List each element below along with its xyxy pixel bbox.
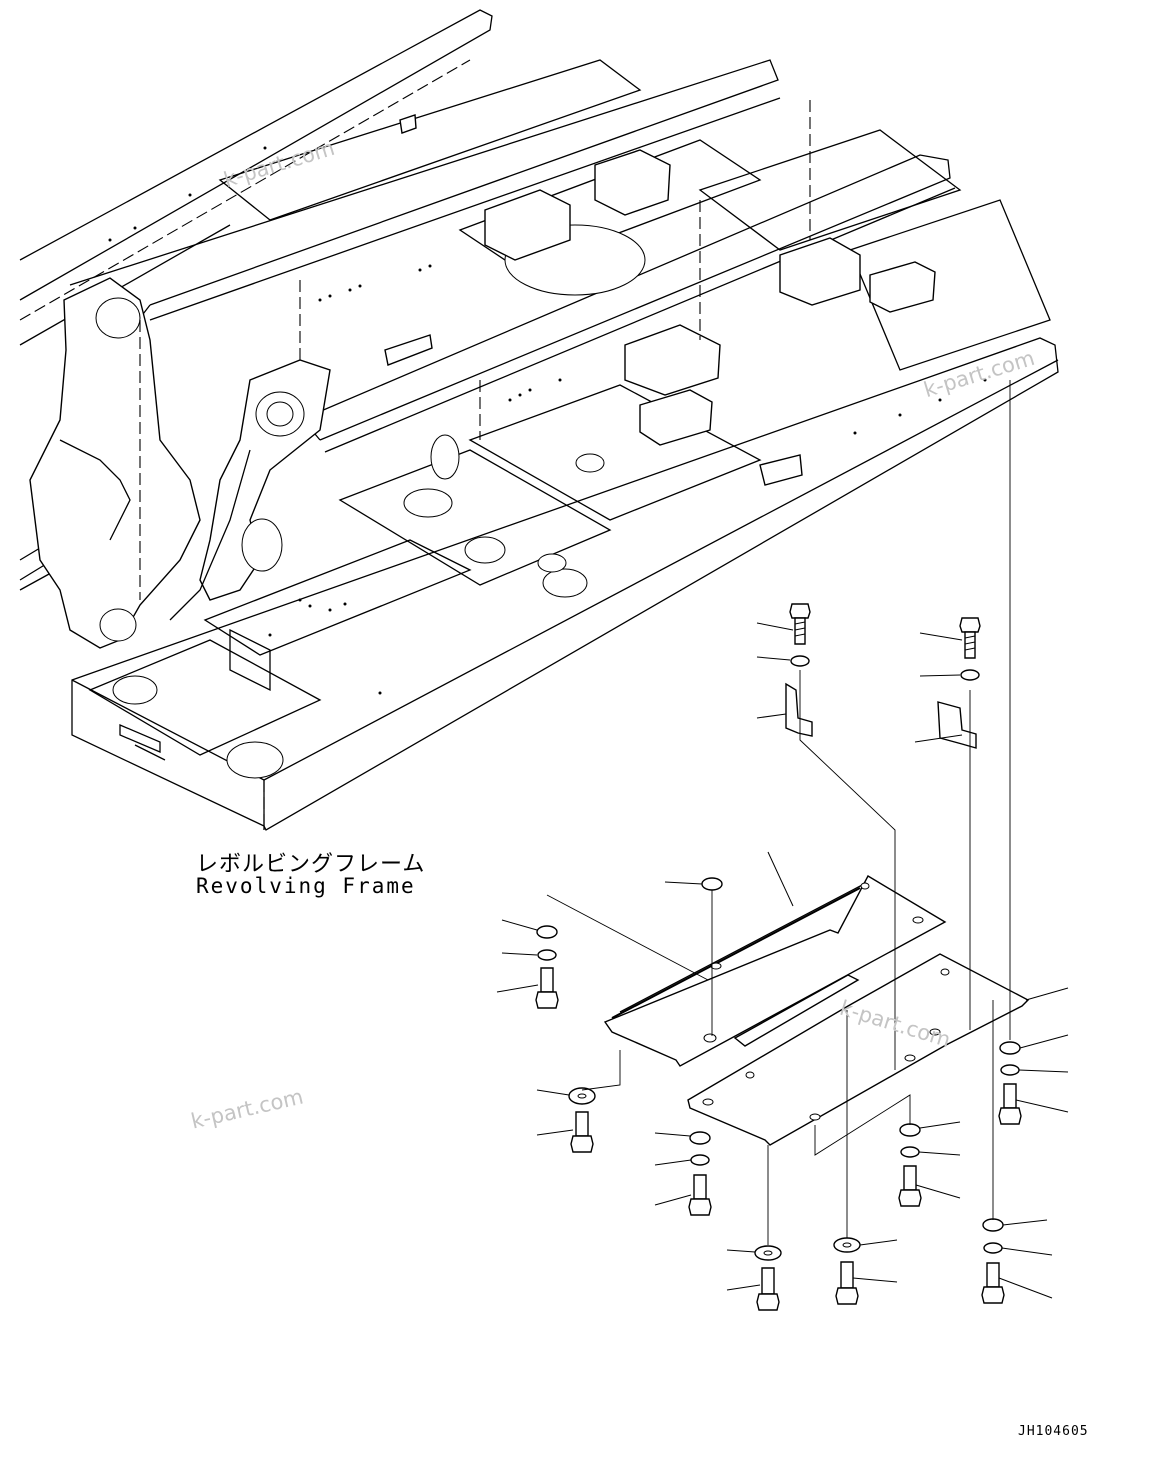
cover-plate-upper xyxy=(605,876,945,1066)
cover-plate-lower xyxy=(688,954,1028,1145)
drawing-code: JH104605 xyxy=(1018,1424,1089,1439)
frame-name-jp: レボルビングフレーム xyxy=(196,852,426,877)
bolt-top-right xyxy=(960,618,980,658)
bolt-left-1 xyxy=(536,968,558,1008)
bolt-left-2 xyxy=(571,1112,593,1152)
frame-rivets xyxy=(108,146,987,695)
frame-name-en: Revolving Frame xyxy=(196,874,416,898)
bracket-right xyxy=(938,702,976,748)
bolt-center-4 xyxy=(899,1166,921,1206)
bolt-center-3 xyxy=(836,1262,858,1304)
exploded-parts xyxy=(497,380,1068,1310)
washer-top-left xyxy=(791,656,809,666)
bolt-right-1 xyxy=(999,1084,1021,1124)
bolt-center-1 xyxy=(689,1175,711,1215)
bolt-top-left xyxy=(790,604,810,644)
bolt-center-2 xyxy=(757,1268,779,1310)
seal-strip xyxy=(612,888,860,1018)
joint-strip xyxy=(735,975,858,1046)
revolving-frame xyxy=(20,10,1058,830)
bolt-right-2 xyxy=(982,1263,1004,1303)
washer-top-right xyxy=(961,670,979,680)
bracket-left xyxy=(786,684,812,736)
